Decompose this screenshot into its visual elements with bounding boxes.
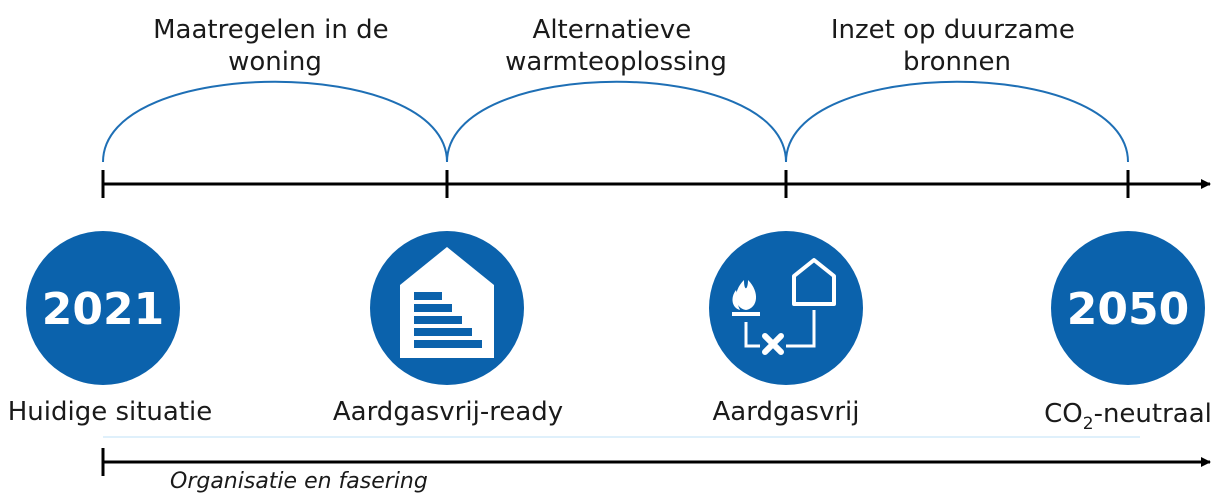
milestone-2050: 2050 CO2-neutraal	[1044, 231, 1212, 434]
milestone-badge-3	[709, 231, 863, 385]
year-2021: 2021	[42, 284, 164, 335]
milestone-label-1: Huidige situatie	[8, 397, 213, 427]
co2-suffix: -neutraal	[1094, 399, 1212, 429]
milestone-aardgasvrij: Aardgasvrij	[709, 231, 863, 427]
milestone-aardgasvrij-ready: Aardgasvrij-ready	[333, 231, 563, 427]
organisation-label: Organisatie en fasering	[170, 469, 428, 494]
co2-prefix: CO	[1044, 399, 1083, 429]
milestone-label-3: Aardgasvrij	[713, 397, 860, 427]
no-gas-flame-house-icon	[732, 258, 836, 355]
co2-subscript: 2	[1083, 414, 1094, 434]
milestone-2021: 2021 Huidige situatie	[8, 231, 213, 427]
phase-label-1-line1: Maatregelen in de	[153, 15, 389, 45]
phase-label-2-line2: warmteoplossing	[505, 47, 727, 77]
phase-label-1: Maatregelen in de woning	[153, 15, 397, 77]
year-2050: 2050	[1067, 284, 1189, 335]
phase-arc-2	[446, 80, 787, 163]
energy-label-house-icon	[400, 247, 494, 358]
milestone-label-2: Aardgasvrij-ready	[333, 397, 563, 427]
year-badge-2021	[26, 231, 180, 385]
phase-arc-1	[102, 80, 448, 163]
phase-label-3: Inzet op duurzame bronnen	[831, 15, 1083, 77]
phase-label-1-line2: woning	[228, 47, 322, 77]
milestone-label-4: CO2-neutraal	[1044, 399, 1212, 434]
phase-label-3-line1: Inzet op duurzame	[831, 15, 1075, 45]
phase-label-3-line2: bronnen	[903, 47, 1011, 77]
phase-label-2-line1: Alternatieve	[533, 15, 692, 45]
phase-label-2: Alternatieve warmteoplossing	[505, 15, 727, 77]
phase-arc-3	[785, 80, 1129, 163]
year-badge-2050	[1051, 231, 1205, 385]
